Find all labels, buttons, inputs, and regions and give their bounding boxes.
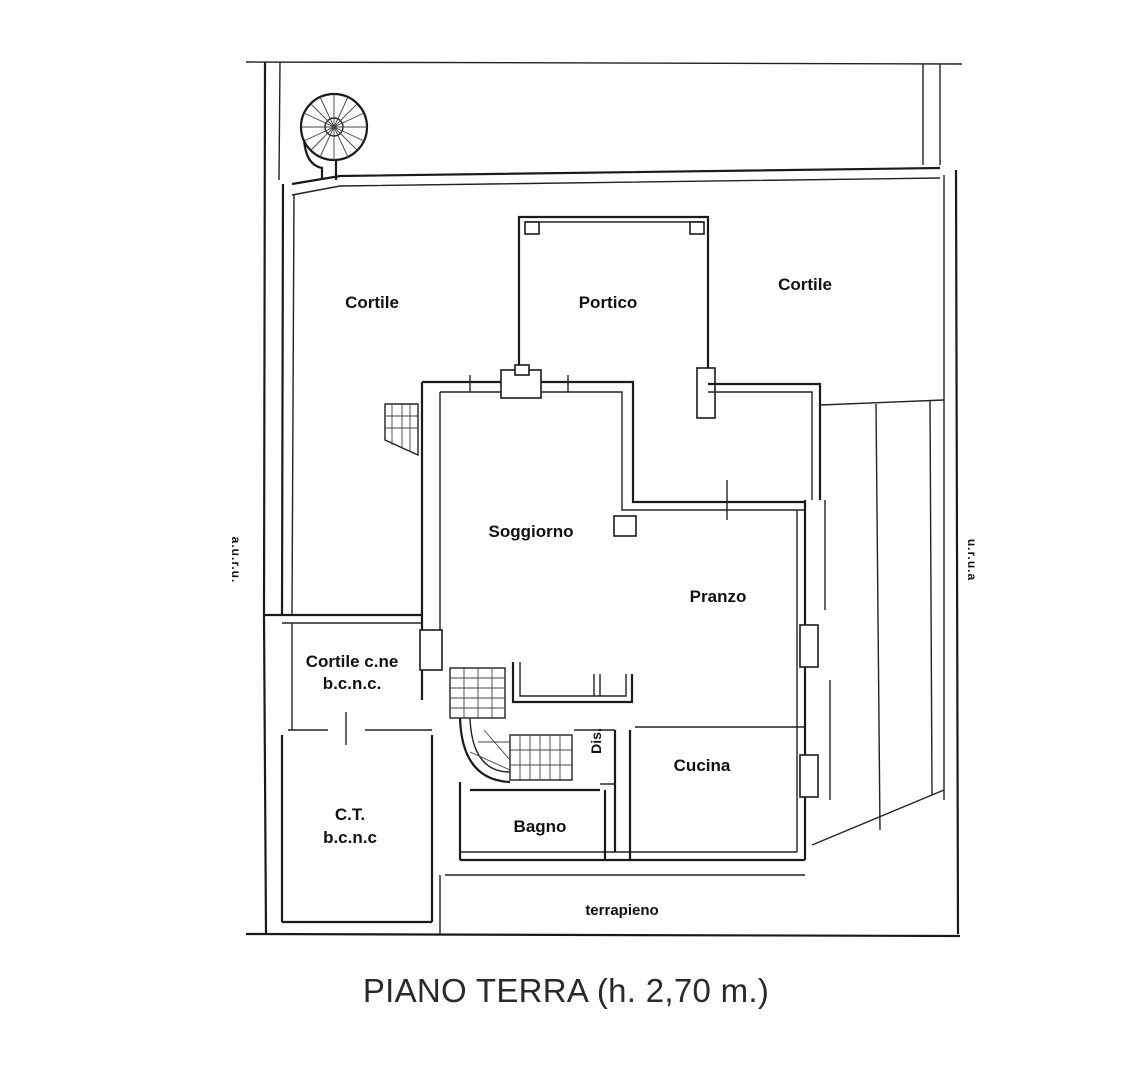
interior-walls [470, 662, 805, 860]
room-label-cucina: Cucina [674, 756, 731, 775]
property-boundary [245, 61, 963, 938]
room-label-ct-sub: b.c.n.c [323, 828, 377, 847]
spiral-staircase [299, 92, 369, 180]
external-stair [384, 403, 419, 457]
house-walls [419, 364, 822, 862]
room-label-pranzo: Pranzo [690, 587, 747, 606]
room-label-portico: Portico [579, 293, 638, 312]
side-label-right: u.r.u.a [965, 539, 979, 581]
room-label-bagno: Bagno [514, 817, 567, 836]
room-label-soggiorno: Soggiorno [489, 522, 574, 541]
terrace-slope [811, 399, 945, 846]
plan-title: PIANO TERRA (h. 2,70 m.) [362, 972, 770, 1009]
portico [517, 215, 716, 419]
room-label-ct: C.T. [335, 805, 365, 824]
room-label-cortile-cne: Cortile c.ne [306, 652, 399, 671]
side-label-left: a.u.r.u. [229, 537, 243, 584]
room-label-dis: Dis. [588, 728, 604, 754]
courtyard-wall [280, 166, 941, 616]
internal-staircase [449, 667, 573, 784]
room-label-cortile-right: Cortile [778, 275, 832, 294]
room-label-cortile-cne-sub: b.c.n.c. [323, 674, 382, 693]
annex-rooms [264, 613, 805, 935]
room-label-terrapieno: terrapieno [585, 902, 658, 919]
room-label-cortile-left: Cortile [345, 293, 399, 312]
